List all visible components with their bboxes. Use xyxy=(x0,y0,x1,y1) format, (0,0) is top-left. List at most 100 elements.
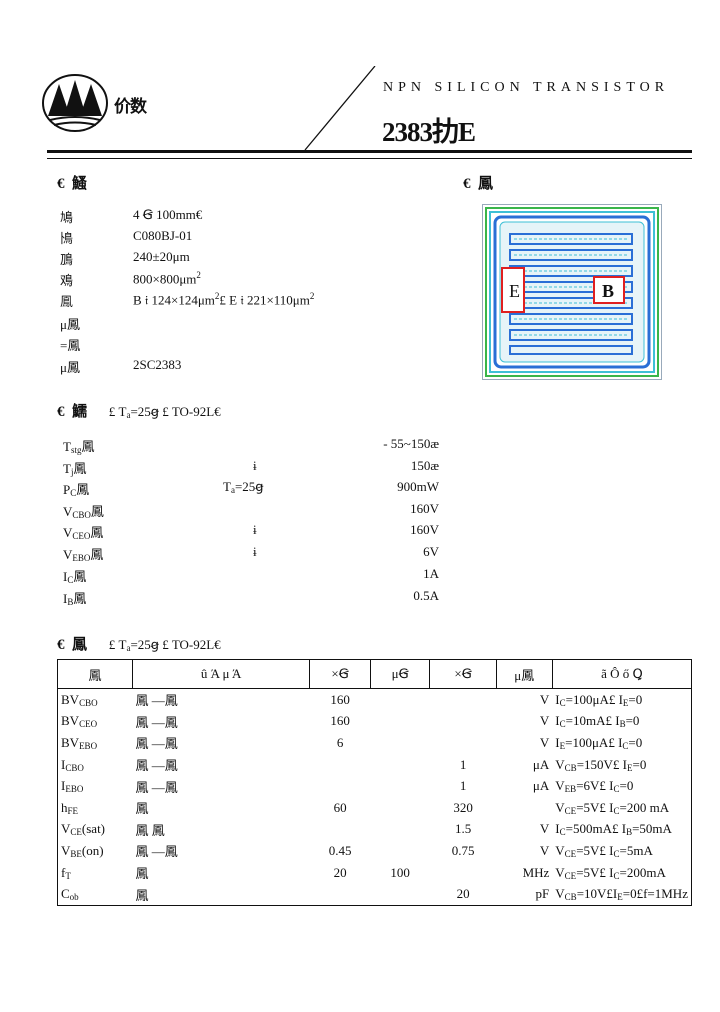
param-symbol: IEBO xyxy=(57,775,133,797)
unit: V xyxy=(539,821,550,837)
max-value xyxy=(430,732,496,754)
typ-value xyxy=(370,732,430,754)
param-symbol: VCE(sat) xyxy=(57,818,133,841)
rating-param: PC鳳 xyxy=(63,482,90,498)
die-layout-image xyxy=(482,204,662,380)
rating-condition: ɨ xyxy=(253,522,257,537)
rating-value: 1A xyxy=(423,566,439,581)
section-heading: 鳳 xyxy=(478,176,494,192)
header-cell: ×Ꞡ xyxy=(429,659,497,689)
typ-value xyxy=(370,711,430,733)
section-heading: 鱬 xyxy=(72,404,88,420)
electrical-section-title: € 鳳 £ Ta=25ꞡ £ TO-92L€ xyxy=(57,633,221,654)
header-cell: ã Ô ő Ꝗ xyxy=(551,659,693,689)
min-value xyxy=(309,883,371,906)
header-cell: μꞠ xyxy=(369,659,431,689)
unit: V xyxy=(539,691,550,707)
unit: V xyxy=(539,734,550,750)
min-value: 6 xyxy=(336,734,344,750)
min-value xyxy=(310,819,371,841)
typ-value xyxy=(370,840,430,862)
rating-condition: Ta=25ꞡ xyxy=(223,479,264,495)
typ-value xyxy=(370,754,430,776)
company-logo xyxy=(42,74,108,132)
param-symbol: Cob xyxy=(57,883,133,906)
part-glyph: 扐 xyxy=(432,117,459,147)
typ-value xyxy=(370,883,430,906)
chip-value: 4 Ꞡ 100mm€ xyxy=(133,207,203,222)
die-pad-e-label: E xyxy=(509,281,520,301)
chip-label: 鳩 xyxy=(60,210,74,225)
param-symbol: hFE xyxy=(57,796,133,819)
chip-label: μ鳳 xyxy=(60,317,80,332)
test-condition: VCB=150V£ IE=0 xyxy=(552,753,693,776)
header-rule-thin xyxy=(47,158,692,159)
part-number-digits: 2383 xyxy=(382,117,433,147)
test-condition: IC=100μA£ IE=0 xyxy=(552,688,693,711)
min-value: 0.45 xyxy=(328,842,352,858)
header-rule-thick xyxy=(47,150,692,153)
test-condition: IE=100μA£ IC=0 xyxy=(552,732,693,754)
chip-label: 鳭 xyxy=(60,252,74,267)
rating-value: - 55~150æ xyxy=(383,436,439,451)
rating-value: 900mW xyxy=(397,479,439,494)
rating-param: Tj鳳 xyxy=(63,461,87,477)
part-number: 2383扐E xyxy=(382,110,476,149)
typ-value xyxy=(370,797,430,819)
header-cell: û Ά μ Ά xyxy=(131,659,311,689)
unit: V xyxy=(539,713,550,729)
param-name: 鳳 xyxy=(135,801,149,817)
max-value: 320 xyxy=(453,799,473,815)
test-condition: VEB=6V£ IC=0 xyxy=(552,775,693,797)
chip-value: 800×800μm2 xyxy=(133,270,201,287)
max-value: 1.5 xyxy=(454,821,472,837)
header-diagonal-line xyxy=(304,66,376,151)
rating-value: 160V xyxy=(410,501,439,516)
part-suffix: E xyxy=(458,117,476,147)
unit: MHz xyxy=(522,864,550,880)
param-symbol: BVCEO xyxy=(57,710,133,733)
param-symbol: VBE(on) xyxy=(57,840,133,862)
unit: pF xyxy=(496,883,553,906)
param-name: 鳳 —鳳 xyxy=(135,758,178,774)
chip-section-title: € 鰠 xyxy=(57,172,87,193)
rating-param: Tstg鳳 xyxy=(63,439,95,455)
param-name: 鳳 —鳳 xyxy=(135,714,178,730)
param-name: 鳳 —鳳 xyxy=(135,779,178,795)
chip-label: 鳯 xyxy=(60,294,74,309)
section-heading: 鳳 xyxy=(72,637,88,653)
rating-value: 6V xyxy=(423,544,439,559)
rating-condition: ɨ xyxy=(253,544,257,559)
test-condition: VCB=10V£IE=0£f=1MHz xyxy=(552,883,693,906)
chip-label: 鳮 xyxy=(60,273,74,288)
chip-label: μ鳳 xyxy=(60,360,80,375)
header-cell: 鳳 xyxy=(57,659,133,689)
param-symbol: fT xyxy=(57,861,133,884)
chip-label: =鳳 xyxy=(60,338,81,353)
device-type-title: NPN SILICON TRANSISTOR xyxy=(383,80,670,95)
electrical-condition: £ Ta=25ꞡ £ TO-92L€ xyxy=(108,637,221,653)
typ-value xyxy=(370,775,430,797)
chip-label: 鳪 xyxy=(60,231,74,246)
min-value xyxy=(310,754,371,776)
ratings-condition: £ Ta=25ꞡ £ TO-92L€ xyxy=(108,404,221,420)
param-name: 鳳 xyxy=(135,866,149,882)
chip-value: B 𝔦 124×124μm2£ E 𝔦 221×110μm2 xyxy=(133,291,315,308)
rating-param: IB鳳 xyxy=(63,591,87,607)
param-symbol: BVCBO xyxy=(57,688,133,711)
rating-value: 150æ xyxy=(410,458,439,473)
chip-value: 2SC2383 xyxy=(133,357,182,372)
test-condition: IC=10mA£ IB=0 xyxy=(552,710,693,733)
test-condition: VCE=5V£ IC=200 mA xyxy=(552,796,693,819)
max-value: 0.75 xyxy=(451,842,475,858)
test-condition: IC=500mA£ IB=50mA xyxy=(552,818,693,841)
